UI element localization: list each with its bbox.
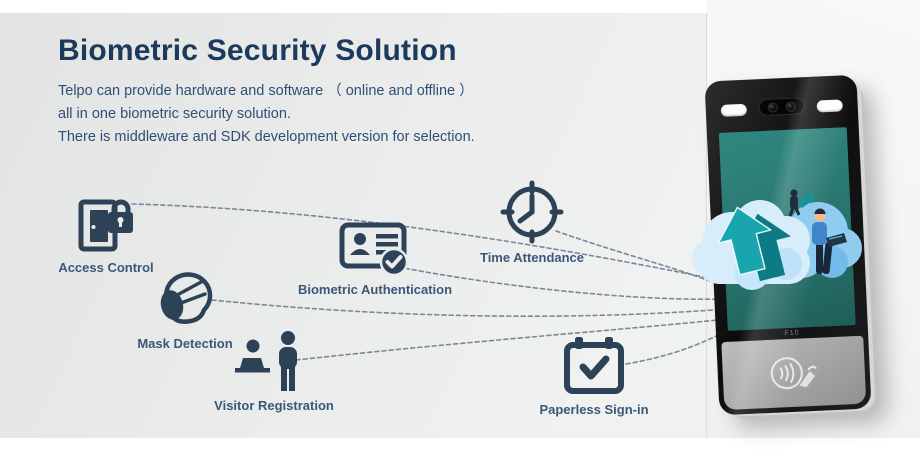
tiny-worker-figure	[788, 189, 816, 217]
camera-lens-icon	[785, 101, 796, 112]
fill-light-left	[720, 103, 748, 117]
page-description: Telpo can provide hardware and software …	[58, 80, 475, 149]
feature-label: Mask Detection	[137, 336, 233, 351]
upload-arrow	[717, 206, 791, 282]
line-mask-detection	[211, 299, 727, 317]
feature-label: Access Control	[58, 260, 154, 275]
feature-biometric-authentication: Biometric Authentication	[290, 220, 460, 297]
masked-face-icon	[160, 272, 213, 324]
feature-label: Biometric Authentication	[297, 282, 453, 297]
nfc-tap-icon	[770, 357, 817, 390]
feature-label: Time Attendance	[479, 250, 585, 265]
face-terminal-device: F10	[704, 74, 872, 416]
description-line-2: all in one biometric security solution.	[58, 106, 291, 122]
id-card-check-icon	[339, 222, 409, 277]
line-visitor-registration	[295, 318, 729, 361]
cloud-upload-illustration	[690, 180, 864, 317]
description-line-1: Telpo can provide hardware and software …	[58, 83, 474, 99]
fill-light-right	[816, 99, 843, 113]
feature-visitor-registration: Visitor Registration	[197, 330, 351, 413]
feature-mask-detection: Mask Detection	[125, 266, 245, 351]
feature-label: Paperless Sign-in	[539, 402, 649, 417]
feature-paperless-signin: Paperless Sign-in	[519, 336, 669, 417]
calendar-check-icon	[564, 337, 624, 394]
page-title: Biometric Security Solution	[58, 34, 457, 67]
description-line-3: There is middleware and SDK development …	[58, 129, 475, 145]
line-access-control	[131, 203, 725, 282]
dual-camera-module	[758, 97, 806, 117]
feature-time-attendance: Time Attendance	[462, 180, 602, 265]
feature-access-control: Access Control	[56, 190, 156, 275]
nfc-reader-panel	[721, 335, 867, 411]
sitting-person-figure	[812, 208, 847, 275]
feature-label: Visitor Registration	[214, 398, 334, 413]
line-biometric-auth	[397, 266, 725, 301]
reception-desk-icon	[235, 331, 297, 391]
camera-lens-icon	[767, 101, 778, 113]
door-lock-icon	[78, 199, 133, 252]
clock-icon	[500, 180, 564, 244]
